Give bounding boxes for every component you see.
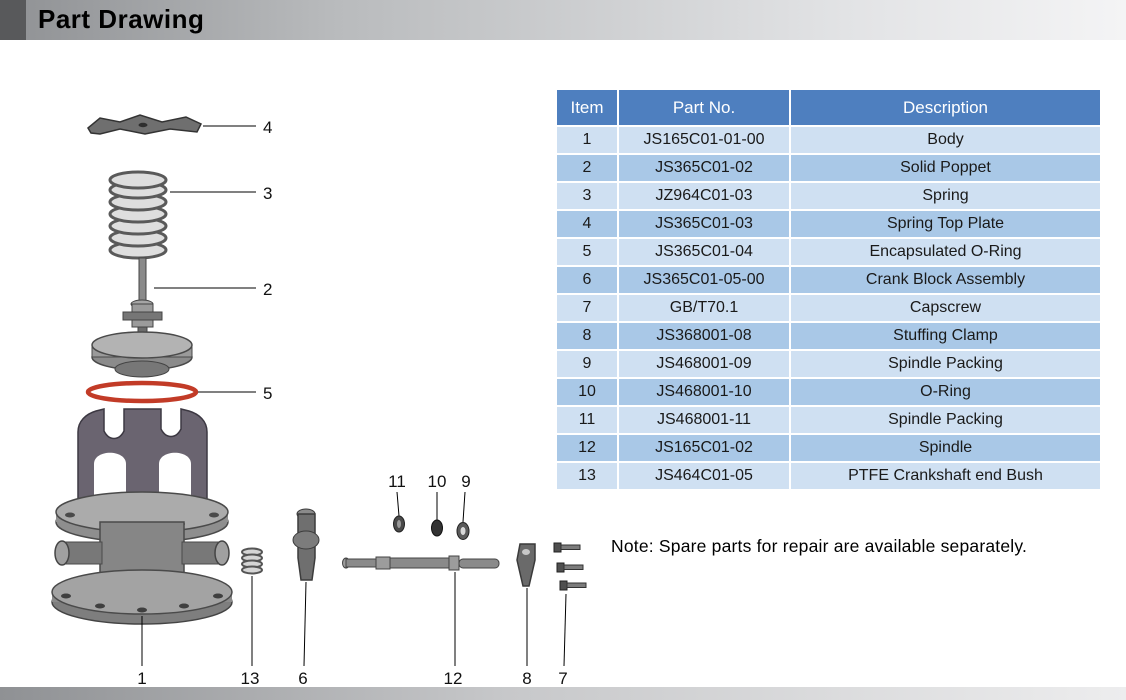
description-cell: Spring Top Plate — [789, 209, 1102, 239]
part-no-cell: JS365C01-04 — [617, 237, 791, 267]
leader-line-7 — [563, 593, 567, 667]
part-no-cell: JS365C01-03 — [617, 209, 791, 239]
item-cell: 9 — [555, 349, 619, 379]
item-cell: 4 — [555, 209, 619, 239]
page-title: Part Drawing — [38, 4, 205, 34]
part-no-cell: JS365C01-02 — [617, 153, 791, 183]
spring-top-plate-drawing: 4 — [87, 114, 272, 137]
item-cell: 8 — [555, 321, 619, 351]
part-no-cell: GB/T70.1 — [617, 293, 791, 323]
callout-2: 2 — [263, 280, 272, 299]
description-cell: PTFE Crankshaft end Bush — [789, 461, 1102, 491]
part-no-cell: JS165C01-01-00 — [617, 125, 791, 155]
part-no-cell: JS468001-09 — [617, 349, 791, 379]
crank-block-drawing: 6 — [292, 508, 320, 688]
callout-10: 10 — [428, 472, 447, 491]
description-cell: Stuffing Clamp — [789, 321, 1102, 351]
item-cell: 12 — [555, 433, 619, 463]
spring-drawing: 3 — [108, 170, 272, 260]
description-cell: Body — [789, 125, 1102, 155]
description-cell: Spindle Packing — [789, 405, 1102, 435]
item-cell: 11 — [555, 405, 619, 435]
solid-poppet-drawing: 2 — [91, 257, 272, 378]
item-cell: 6 — [555, 265, 619, 295]
leader-line-9 — [462, 491, 466, 523]
part-no-cell: JZ964C01-03 — [617, 181, 791, 211]
body-drawing: 1 — [51, 408, 233, 688]
description-cell: Spindle — [789, 433, 1102, 463]
footer-bar — [0, 687, 1126, 700]
capscrews-drawing: 7 — [553, 542, 587, 688]
leader-line-6 — [303, 581, 307, 667]
crankshaft-bush-drawing: 13 — [241, 547, 263, 688]
item-cell: 10 — [555, 377, 619, 407]
spare-parts-note: Note: Spare parts for repair are availab… — [611, 536, 1028, 556]
callout-9: 9 — [461, 472, 470, 491]
item-cell: 5 — [555, 237, 619, 267]
column-header-description: Description — [789, 88, 1102, 127]
header-bar — [0, 0, 1126, 40]
description-cell: Spindle Packing — [789, 349, 1102, 379]
callout-6: 6 — [298, 669, 307, 688]
callout-8: 8 — [522, 669, 531, 688]
item-cell: 3 — [555, 181, 619, 211]
spindle-drawing: 12 — [342, 555, 500, 688]
description-cell: Spring — [789, 181, 1102, 211]
packing-rings-drawing: 11 10 9 — [388, 472, 471, 540]
callout-4: 4 — [263, 118, 272, 137]
part-no-cell: JS365C01-05-00 — [617, 265, 791, 295]
description-cell: Solid Poppet — [789, 153, 1102, 183]
item-cell: 7 — [555, 293, 619, 323]
part-no-cell: JS468001-11 — [617, 405, 791, 435]
part-no-cell: JS468001-10 — [617, 377, 791, 407]
callout-12: 12 — [444, 669, 463, 688]
column-header-item: Item — [555, 88, 619, 127]
part-no-cell: JS165C01-02 — [617, 433, 791, 463]
part-no-cell: JS464C01-05 — [617, 461, 791, 491]
description-cell: O-Ring — [789, 377, 1102, 407]
callout-13: 13 — [241, 669, 260, 688]
stuffing-clamp-drawing: 8 — [516, 543, 536, 688]
callout-11: 11 — [388, 472, 406, 491]
description-cell: Encapsulated O-Ring — [789, 237, 1102, 267]
description-cell: Crank Block Assembly — [789, 265, 1102, 295]
callout-7: 7 — [558, 669, 567, 688]
callout-3: 3 — [263, 184, 272, 203]
leader-line-11 — [396, 491, 400, 517]
item-cell: 2 — [555, 153, 619, 183]
o-ring-drawing: 5 — [85, 380, 272, 404]
item-cell: 13 — [555, 461, 619, 491]
part-no-cell: JS368001-08 — [617, 321, 791, 351]
item-cell: 1 — [555, 125, 619, 155]
header-corner-block — [0, 0, 26, 40]
callout-1: 1 — [137, 669, 146, 688]
callout-5: 5 — [263, 384, 272, 403]
description-cell: Capscrew — [789, 293, 1102, 323]
column-header-part-no: Part No. — [617, 88, 791, 127]
table-header-row: Item Part No. Description — [555, 88, 1102, 127]
